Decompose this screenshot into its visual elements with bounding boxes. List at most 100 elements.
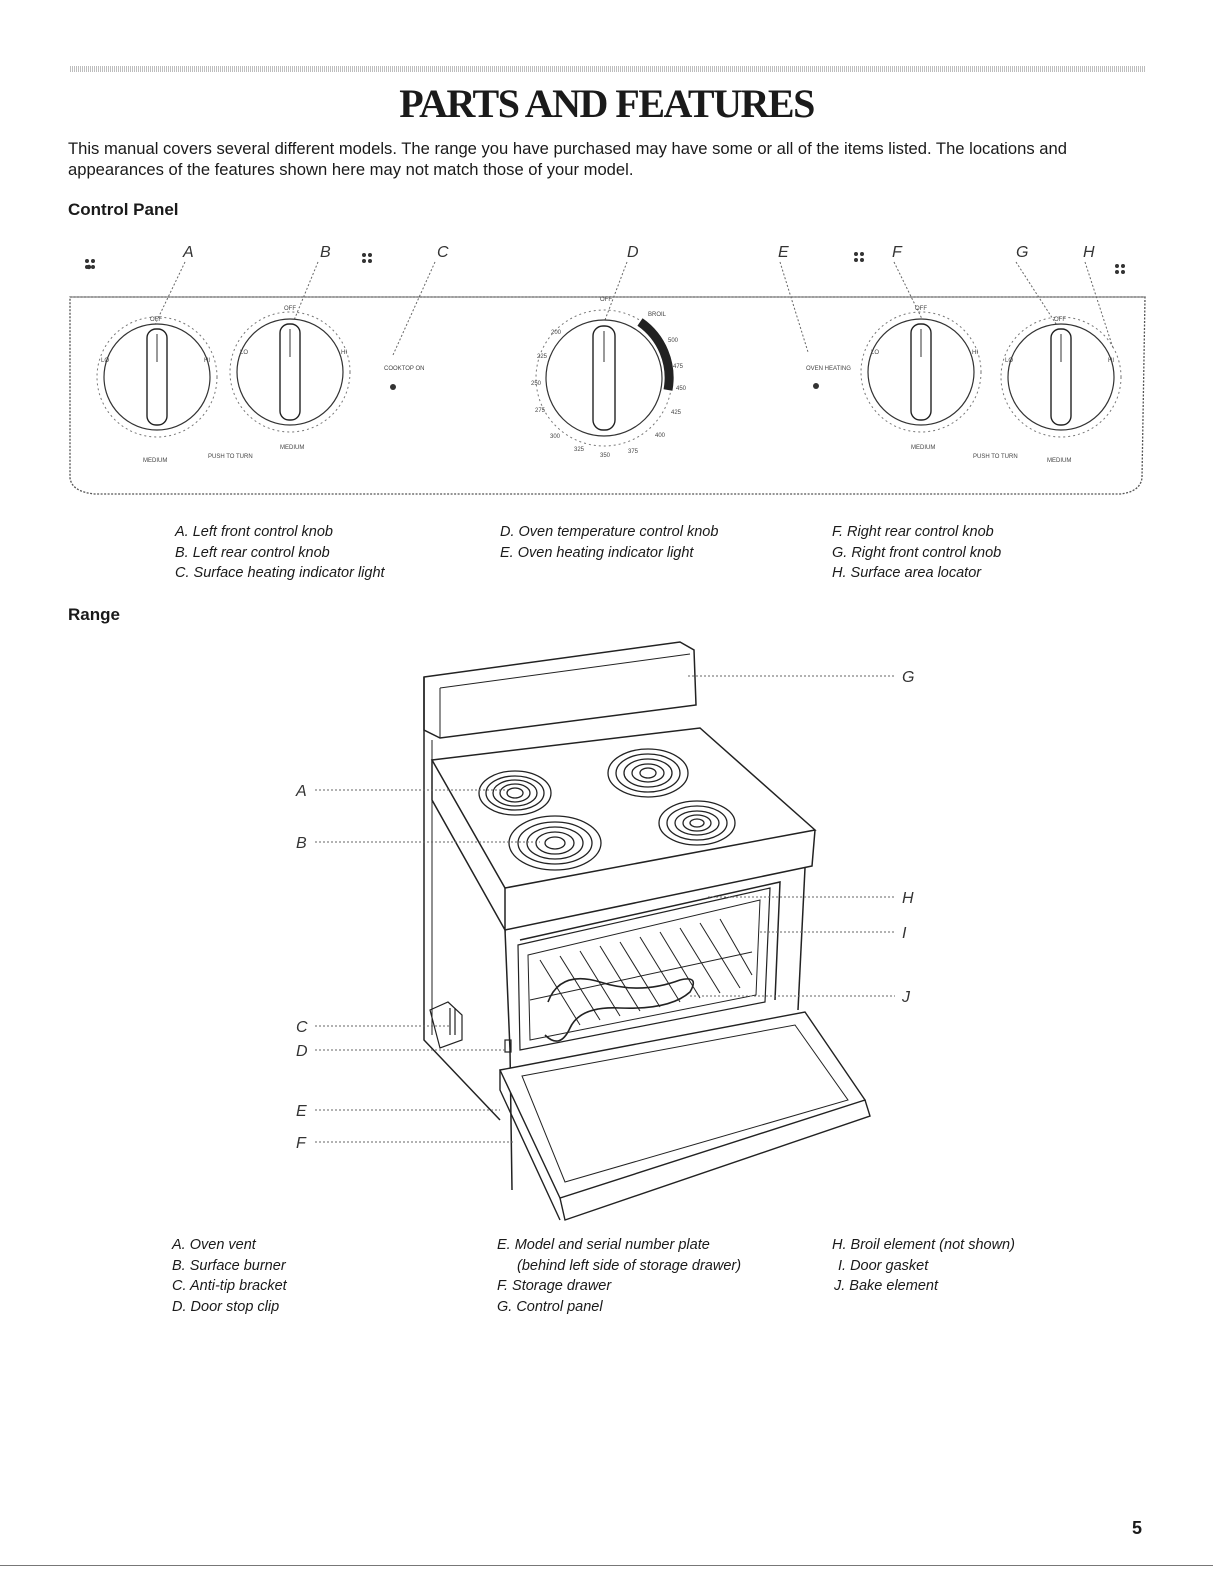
knob-b-medium-label: MEDIUM	[280, 445, 304, 451]
oven-door	[498, 1011, 871, 1221]
range-letter-e: E	[296, 1103, 307, 1120]
temp-500: 500	[668, 338, 679, 344]
control-panel-diagram: A B C D E F G H OFF LO	[69, 244, 1146, 495]
caption-f: F. Right rear control knob	[832, 524, 994, 540]
knob-g-medium-label: MEDIUM	[1047, 458, 1071, 464]
range-caption-i: I. Door gasket	[838, 1257, 929, 1274]
door-stop-clip	[504, 1039, 512, 1053]
range-captions-col-1: A. Oven vent B. Surface burner C. Anti-t…	[172, 1235, 287, 1317]
knob-a-push-label: PUSH TO TURN	[208, 454, 253, 460]
svg-text:OVEN HEATING: OVEN HEATING	[806, 366, 851, 372]
range-caption-h: H. Broil element (not shown)	[832, 1237, 1015, 1253]
callout-letter-e: E	[778, 244, 789, 261]
knob-a-hi-label: HI	[204, 358, 210, 364]
oven-cavity	[517, 887, 771, 1051]
temp-225: 225	[537, 354, 548, 360]
knob-d-off-label: OFF	[600, 297, 612, 303]
knob-b-hi-label: HI	[341, 350, 347, 356]
right-front-control-knob[interactable]: OFF LO HI MEDIUM	[1000, 316, 1122, 464]
caption-a: A. Left front control knob	[175, 524, 333, 540]
range-letter-g: G	[902, 669, 914, 686]
surface-heating-indicator-light: COOKTOP ON	[384, 366, 424, 390]
svg-text:COOKTOP ON: COOKTOP ON	[384, 366, 424, 372]
knob-b-off-label: OFF	[284, 306, 296, 312]
range-letter-f: F	[296, 1135, 307, 1152]
range-caption-g: G. Control panel	[497, 1298, 603, 1315]
page-title: PARTS AND FEATURES	[399, 81, 815, 126]
knob-g-off-label: OFF	[1054, 317, 1066, 323]
range-caption-d: D. Door stop clip	[172, 1298, 280, 1315]
range-caption-f: F. Storage drawer	[497, 1278, 612, 1294]
surface-burner-right-rear	[607, 748, 689, 798]
knob-a-medium-label: MEDIUM	[143, 458, 167, 464]
left-front-control-knob[interactable]: OFF LO HI MEDIUM PUSH TO TURN	[96, 316, 253, 464]
surface-burner-left-rear	[478, 770, 552, 816]
callout-letter-b: B	[320, 244, 331, 261]
range-backguard	[423, 641, 697, 739]
range-caption-e: E. Model and serial number plate	[497, 1237, 710, 1253]
range-letter-a: A	[295, 783, 307, 800]
range-caption-j: J. Bake element	[834, 1278, 938, 1294]
callout-letter-c: C	[437, 244, 449, 261]
knob-f-medium-label: MEDIUM	[911, 445, 935, 451]
knob-a-lo-label: LO	[101, 358, 109, 364]
temp-400: 400	[655, 433, 666, 439]
surface-locator-icon-h	[1115, 264, 1125, 274]
range-caption-c: C. Anti-tip bracket	[172, 1278, 287, 1294]
control-panel-captions-col-2: D. Oven temperature control knob E. Oven…	[500, 522, 718, 563]
caption-d: D. Oven temperature control knob	[500, 524, 719, 540]
knob-g-hi-label: HI	[1108, 358, 1114, 364]
anti-tip-bracket	[429, 1001, 463, 1049]
temp-375: 375	[628, 449, 639, 455]
temp-275: 275	[535, 408, 546, 414]
callout-letter-f: F	[892, 244, 903, 261]
left-rear-control-knob[interactable]: OFF LO HI MEDIUM	[229, 306, 351, 451]
callout-letter-d: D	[627, 244, 639, 261]
range-heading: Range	[68, 605, 120, 624]
temp-325: 325	[574, 447, 585, 453]
surface-burner-left-front	[508, 815, 602, 871]
control-panel-outline	[69, 296, 1146, 495]
temp-250: 250	[531, 381, 542, 387]
range-letter-h: H	[902, 890, 914, 907]
range-letter-b: B	[296, 835, 307, 852]
oven-rack	[529, 918, 753, 1026]
range-letter-d: D	[296, 1043, 308, 1060]
surface-locator-icon-f	[854, 252, 864, 262]
range-captions-col-2: E. Model and serial number plate (behind…	[497, 1235, 741, 1317]
page-number: 5	[1132, 1518, 1143, 1538]
knob-b-lo-label: LO	[240, 350, 248, 356]
caption-g: G. Right front control knob	[832, 544, 1002, 561]
right-rear-control-knob[interactable]: OFF LO HI MEDIUM PUSH TO TURN	[860, 306, 1018, 460]
caption-c: C. Surface heating indicator light	[175, 565, 385, 581]
range-letter-c: C	[296, 1019, 308, 1036]
surface-burner-right-front	[658, 800, 736, 846]
oven-heating-indicator-light: OVEN HEATING	[806, 366, 851, 389]
knob-f-lo-label: LO	[871, 350, 879, 356]
range-captions-col-3: H. Broil element (not shown) I. Door gas…	[832, 1235, 1015, 1297]
knob-a-off-label: OFF	[150, 317, 162, 323]
range-letter-i: I	[902, 925, 907, 942]
top-dotted-rule	[70, 66, 1145, 72]
control-panel-heading: Control Panel	[68, 200, 179, 219]
caption-h: H. Surface area locator	[832, 565, 982, 581]
knob-d-broil-label: BROIL	[648, 312, 667, 318]
control-panel-captions-col-1: A. Left front control knob B. Left rear …	[175, 522, 385, 584]
oven-temperature-control-knob[interactable]: OFF BROIL 500 475 450 425 400 375 350 32…	[531, 297, 687, 459]
knob-g-lo-label: LO	[1005, 358, 1013, 364]
temp-475: 475	[673, 364, 684, 370]
temp-350: 350	[600, 453, 611, 459]
temp-200: 200	[551, 330, 562, 336]
range-diagram: A B C D E F G H I J	[295, 641, 914, 1221]
temp-425: 425	[671, 410, 682, 416]
callout-letter-h: H	[1083, 244, 1095, 261]
range-caption-b: B. Surface burner	[172, 1257, 286, 1274]
range-caption-e-note: (behind left side of storage drawer)	[517, 1257, 742, 1274]
knob-f-push-label: PUSH TO TURN	[973, 454, 1018, 460]
caption-b: B. Left rear control knob	[175, 544, 330, 561]
caption-e: E. Oven heating indicator light	[500, 544, 694, 561]
temp-300: 300	[550, 434, 561, 440]
control-panel-captions-col-3: F. Right rear control knob G. Right fron…	[832, 522, 1001, 584]
range-caption-a: A. Oven vent	[172, 1237, 256, 1253]
callout-letter-g: G	[1016, 244, 1028, 261]
